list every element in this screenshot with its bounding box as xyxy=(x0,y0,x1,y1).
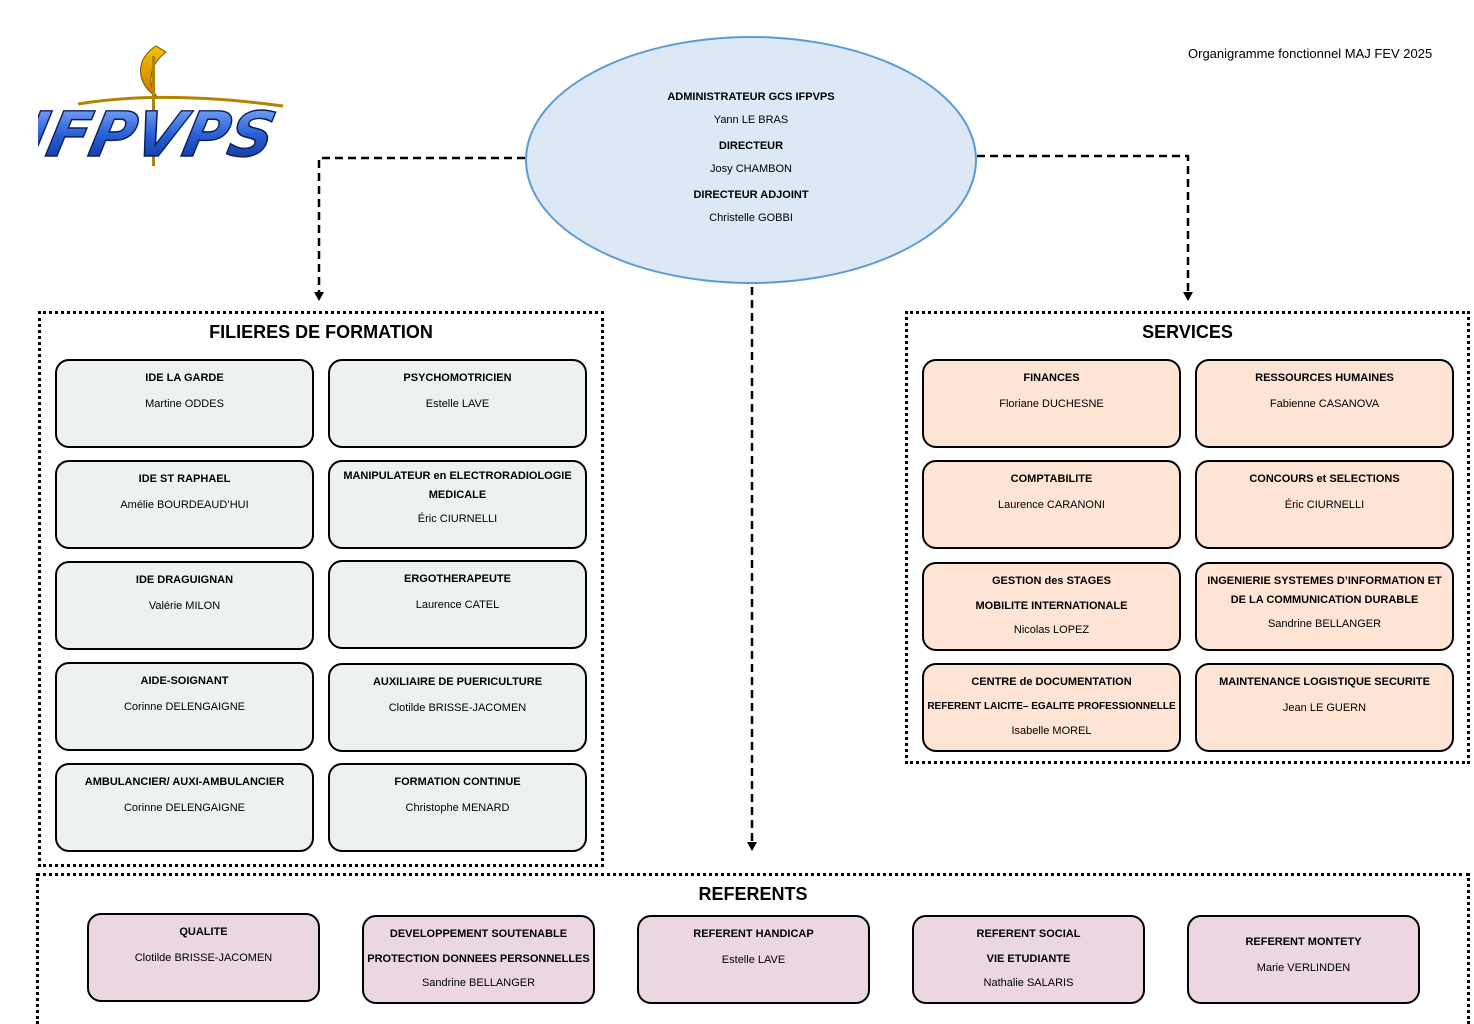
unit-title: MEDICALE xyxy=(428,489,487,501)
unit-title: REFERENT MONTETY xyxy=(1245,936,1362,948)
unit-title: AIDE-SOIGNANT xyxy=(140,675,229,687)
unit-name: Estelle LAVE xyxy=(425,398,490,410)
unit-title: FORMATION CONTINUE xyxy=(394,776,521,788)
unit-name: Sandrine BELLANGER xyxy=(1267,618,1382,630)
direction-ellipse: ADMINISTRATEUR GCS IFPVPS Yann LE BRAS D… xyxy=(525,36,977,284)
unit-title: PSYCHOMOTRICIEN xyxy=(403,372,512,384)
unit-box: RESSOURCES HUMAINES Fabienne CASANOVA xyxy=(1195,359,1454,448)
unit-title: VIE ETUDIANTE xyxy=(986,953,1071,965)
arrowhead-referents xyxy=(747,842,757,851)
unit-title: REFERENT HANDICAP xyxy=(693,928,814,940)
referent-box: REFERENT HANDICAP Estelle LAVE xyxy=(637,915,870,1004)
unit-title: PROTECTION DONNEES PERSONNELLES xyxy=(367,953,590,965)
unit-box: INGENIERIE SYSTEMES D’INFORMATION ET DE … xyxy=(1195,562,1454,651)
unit-name: Floriane DUCHESNE xyxy=(999,398,1104,410)
unit-name: Corinne DELENGAIGNE xyxy=(123,701,246,713)
unit-title: REFERENT SOCIAL xyxy=(976,928,1081,940)
referent-box: REFERENT SOCIAL VIE ETUDIANTE Nathalie S… xyxy=(912,915,1145,1004)
unit-box: PSYCHOMOTRICIEN Estelle LAVE xyxy=(328,359,587,448)
logo-text: IFPVPS xyxy=(38,99,282,171)
unit-box: MAINTENANCE LOGISTIQUE SECURITE Jean LE … xyxy=(1195,663,1454,752)
unit-name: Christophe MENARD xyxy=(405,802,510,814)
unit-title: IDE ST RAPHAEL xyxy=(138,473,231,485)
filieres-section: FILIERES DE FORMATION IDE LA GARDE Marti… xyxy=(38,311,604,867)
document-title: Organigramme fonctionnel MAJ FEV 2025 xyxy=(1188,46,1433,61)
arrowhead-services xyxy=(1183,292,1193,301)
unit-name: Corinne DELENGAIGNE xyxy=(123,802,246,814)
role-name: Christelle GOBBI xyxy=(709,211,793,224)
section-title: REFERENTS xyxy=(698,884,808,904)
unit-title: COMPTABILITE xyxy=(1010,473,1093,485)
role-title: DIRECTEUR xyxy=(718,139,784,152)
unit-box: CENTRE de DOCUMENTATION REFERENT LAICITE… xyxy=(922,663,1181,752)
unit-title: MOBILITE INTERNATIONALE xyxy=(975,600,1128,612)
unit-box: AUXILIAIRE DE PUERICULTURE Clotilde BRIS… xyxy=(328,663,587,752)
unit-title: CENTRE de DOCUMENTATION xyxy=(971,676,1132,688)
section-title: FILIERES DE FORMATION xyxy=(209,322,433,342)
unit-box: FINANCES Floriane DUCHESNE xyxy=(922,359,1181,448)
unit-title: RESSOURCES HUMAINES xyxy=(1255,372,1394,384)
unit-name: Jean LE GUERN xyxy=(1282,702,1367,714)
unit-name: Clotilde BRISSE-JACOMEN xyxy=(134,952,273,964)
unit-name: Isabelle MOREL xyxy=(1011,725,1092,737)
unit-name: Estelle LAVE xyxy=(721,954,786,966)
unit-box: IDE DRAGUIGNAN Valérie MILON xyxy=(55,561,314,650)
unit-title: CONCOURS et SELECTIONS xyxy=(1249,473,1400,485)
unit-title: DE LA COMMUNICATION DURABLE xyxy=(1230,594,1419,606)
referent-box: DEVELOPPEMENT SOUTENABLE PROTECTION DONN… xyxy=(362,915,595,1004)
unit-title: FINANCES xyxy=(1023,372,1080,384)
unit-name: Amélie BOURDEAUD’HUI xyxy=(120,499,249,511)
unit-box: GESTION des STAGES MOBILITE INTERNATIONA… xyxy=(922,562,1181,651)
unit-title: IDE DRAGUIGNAN xyxy=(135,574,234,586)
unit-box: COMPTABILITE Laurence CARANONI xyxy=(922,460,1181,549)
unit-box: AMBULANCIER/ AUXI-AMBULANCIER Corinne DE… xyxy=(55,763,314,852)
unit-name: Martine ODDES xyxy=(145,398,224,410)
role-title: DIRECTEUR ADJOINT xyxy=(693,188,809,201)
role-name: Yann LE BRAS xyxy=(713,113,789,126)
unit-name: Clotilde BRISSE-JACOMEN xyxy=(388,702,527,714)
unit-name: Laurence CARANONI xyxy=(998,499,1105,511)
unit-title: AMBULANCIER/ AUXI-AMBULANCIER xyxy=(84,776,285,788)
unit-box: CONCOURS et SELECTIONS Éric CIURNELLI xyxy=(1195,460,1454,549)
unit-name: Nicolas LOPEZ xyxy=(1013,624,1090,636)
unit-name: Marie VERLINDEN xyxy=(1256,962,1351,974)
unit-box: FORMATION CONTINUE Christophe MENARD xyxy=(328,763,587,852)
unit-name: Laurence CATEL xyxy=(415,599,500,611)
unit-title: ERGOTHERAPEUTE xyxy=(404,573,511,585)
unit-title: INGENIERIE SYSTEMES D’INFORMATION ET xyxy=(1207,575,1442,587)
unit-title: QUALITE xyxy=(179,926,228,938)
unit-name: Éric CIURNELLI xyxy=(1284,499,1365,511)
unit-name: Valérie MILON xyxy=(148,600,221,612)
unit-title: DEVELOPPEMENT SOUTENABLE xyxy=(389,928,568,940)
unit-box: MANIPULATEUR en ELECTRORADIOLOGIE MEDICA… xyxy=(328,460,587,549)
unit-name: Éric CIURNELLI xyxy=(417,513,498,525)
unit-title: IDE LA GARDE xyxy=(145,372,224,384)
role-name: Josy CHAMBON xyxy=(710,162,792,175)
connector-to-filieres xyxy=(317,156,525,292)
unit-box: AIDE-SOIGNANT Corinne DELENGAIGNE xyxy=(55,662,314,751)
referent-box: REFERENT MONTETY Marie VERLINDEN xyxy=(1187,915,1420,1004)
unit-title: REFERENT LAICITE– EGALITE PROFESSIONNELL… xyxy=(927,701,1176,712)
section-title: SERVICES xyxy=(1142,322,1233,342)
referent-box: QUALITE Clotilde BRISSE-JACOMEN xyxy=(87,913,320,1002)
unit-name: Fabienne CASANOVA xyxy=(1269,398,1380,410)
referents-section: REFERENTS QUALITE Clotilde BRISSE-JACOME… xyxy=(36,873,1470,1024)
arrowhead-filieres xyxy=(314,292,324,301)
unit-title: MANIPULATEUR en ELECTRORADIOLOGIE xyxy=(343,470,572,482)
connector-to-services xyxy=(977,154,1190,292)
ifpvps-logo: IFPVPS xyxy=(38,45,284,172)
unit-title: MAINTENANCE LOGISTIQUE SECURITE xyxy=(1219,676,1430,688)
unit-box: IDE LA GARDE Martine ODDES xyxy=(55,359,314,448)
unit-title: AUXILIAIRE DE PUERICULTURE xyxy=(372,676,543,688)
unit-box: ERGOTHERAPEUTE Laurence CATEL xyxy=(328,560,587,649)
role-title: ADMINISTRATEUR GCS IFPVPS xyxy=(667,90,835,103)
services-section: SERVICES FINANCES Floriane DUCHESNE RESS… xyxy=(905,311,1470,764)
unit-title: GESTION des STAGES xyxy=(992,575,1111,587)
unit-box: IDE ST RAPHAEL Amélie BOURDEAUD’HUI xyxy=(55,460,314,549)
unit-name: Sandrine BELLANGER xyxy=(421,977,536,989)
unit-name: Nathalie SALARIS xyxy=(983,977,1074,989)
